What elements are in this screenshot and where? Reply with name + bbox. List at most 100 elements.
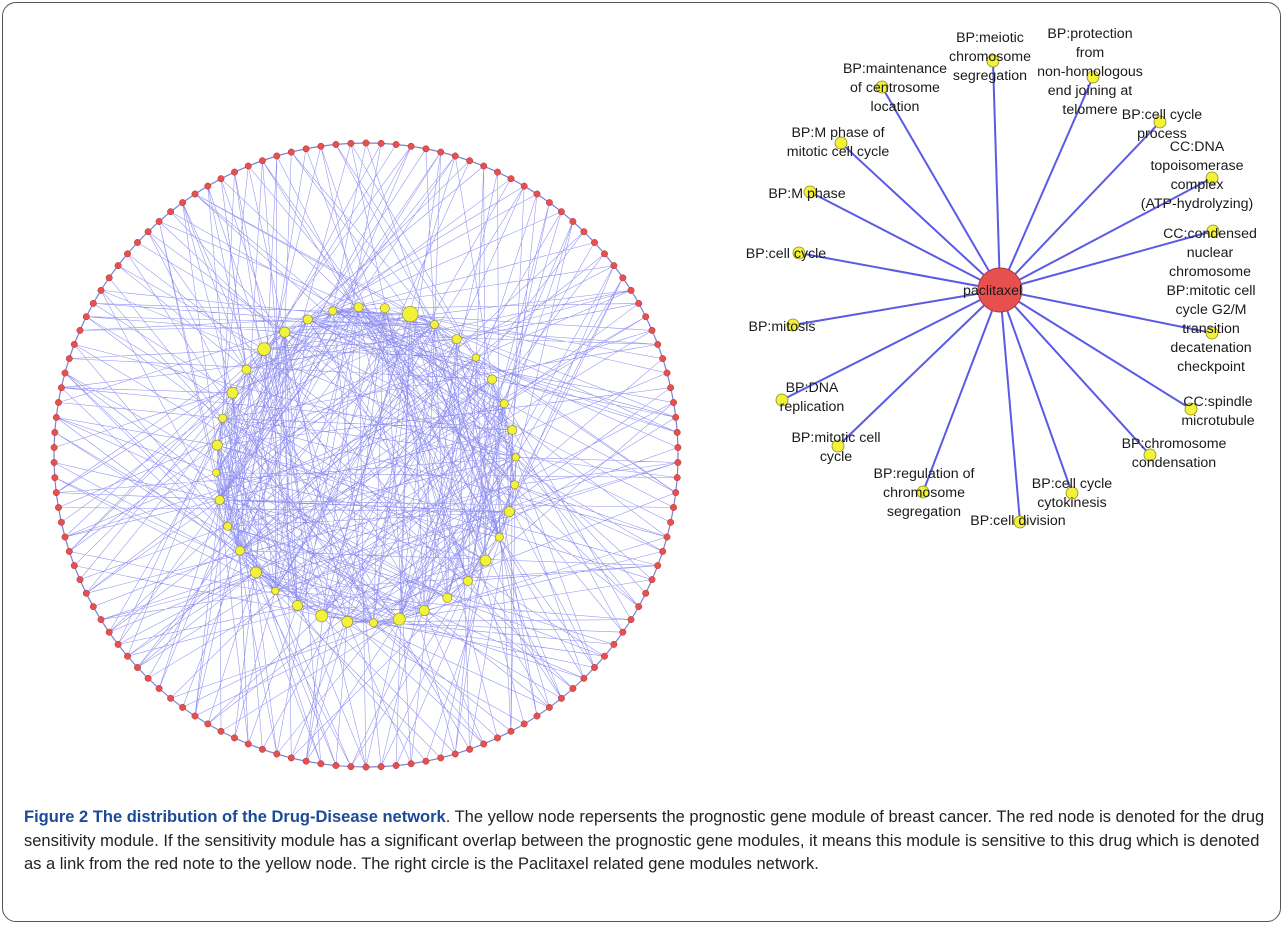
paclitaxel-module-node — [834, 136, 848, 150]
drug-node — [51, 474, 59, 482]
paclitaxel-module-node — [1153, 115, 1167, 129]
drug-node — [70, 340, 78, 348]
module-node — [328, 306, 338, 316]
drug-node — [287, 148, 295, 156]
module-node — [507, 425, 518, 435]
drug-node — [57, 384, 65, 392]
paclitaxel-module-node — [986, 54, 1000, 68]
paclitaxel-module-label-line: checkpoint — [1177, 359, 1245, 375]
drug-node — [557, 694, 565, 702]
paclitaxel-module-label-line: segregation — [887, 504, 961, 520]
paclitaxel-edge — [999, 289, 1213, 334]
drug-node — [494, 168, 501, 176]
drug-node — [51, 428, 59, 436]
drug-node — [332, 762, 340, 769]
paclitaxel-module-label-line: segregation — [953, 68, 1027, 84]
drug-node — [451, 750, 459, 758]
module-node — [471, 353, 480, 362]
module-node — [379, 303, 390, 314]
paclitaxel-edge — [999, 289, 1073, 494]
drug-node — [674, 459, 682, 466]
drug-node — [507, 175, 515, 183]
drug-node — [663, 369, 671, 377]
drug-node — [124, 250, 131, 258]
drug-node — [179, 199, 187, 207]
drug-node — [144, 674, 152, 682]
paclitaxel-module-node — [1065, 486, 1079, 500]
paclitaxel-edge — [999, 289, 1192, 410]
module-node — [510, 480, 520, 490]
paclitaxel-edge — [881, 86, 1001, 291]
module-node — [234, 545, 245, 556]
paclitaxel-module-label: BP:cell division — [970, 513, 1065, 529]
paclitaxel-module-node — [803, 185, 817, 199]
paclitaxel-module-node — [1205, 171, 1219, 185]
drug-node — [627, 616, 635, 624]
drug-node — [55, 504, 62, 511]
paclitaxel-module-label-line: BP:chromosome — [1122, 436, 1227, 452]
drug-node — [591, 239, 598, 246]
drug-node — [231, 168, 238, 176]
paclitaxel-edge — [809, 191, 1001, 291]
paclitaxel-module-label-line: BP:meiotic — [956, 30, 1024, 46]
drug-node — [155, 218, 163, 225]
drug-node — [231, 734, 238, 742]
paclitaxel-module-label-line: replication — [780, 399, 845, 415]
paclitaxel-module-label-line: transition — [1182, 321, 1240, 337]
paclitaxel-module-label-line: CC:condensed — [1163, 226, 1257, 242]
drug-node — [50, 444, 58, 451]
paclitaxel-module-label-line: chromosome — [883, 485, 965, 501]
paclitaxel-module-label-line: BP:mitotic cell — [1166, 283, 1255, 299]
module-node — [241, 364, 252, 375]
drug-node — [134, 664, 141, 671]
module-node — [218, 413, 228, 423]
paclitaxel-network-edges — [781, 60, 1214, 523]
module-node — [250, 566, 262, 579]
paclitaxel-module-label-line: complex — [1171, 177, 1224, 193]
drug-node — [144, 228, 152, 236]
paclitaxel-edge — [837, 289, 1001, 447]
drug-node — [76, 326, 84, 334]
paclitaxel-edge — [999, 230, 1214, 291]
paclitaxel-module-label-line: BP:cell cycle — [1032, 476, 1113, 492]
drug-node — [377, 139, 385, 147]
paclitaxel-module-label-line: BP:protection — [1047, 26, 1132, 42]
drug-node — [670, 399, 677, 406]
module-node — [212, 468, 221, 477]
drug-node — [114, 640, 122, 648]
paclitaxel-module-label-line: cycle — [820, 449, 852, 465]
drug-node — [466, 745, 474, 753]
module-node — [503, 506, 515, 518]
paclitaxel-edge — [999, 177, 1213, 291]
drug-node — [317, 760, 325, 768]
paclitaxel-module-label-line: location — [871, 99, 920, 115]
paclitaxel-module-label-line: non-homologous — [1037, 64, 1143, 80]
paclitaxel-module-label: BP:cell cycle — [746, 246, 827, 262]
drug-node — [89, 299, 97, 307]
drug-node — [635, 603, 643, 611]
drug-node — [670, 504, 677, 511]
left-network-module-nodes — [211, 302, 520, 628]
drug-node — [557, 208, 565, 216]
paclitaxel-module-label-line: BP:M phase — [768, 186, 845, 202]
drug-node — [642, 313, 650, 321]
drug-node — [407, 760, 415, 768]
drug-node — [57, 518, 65, 526]
drug-node — [258, 157, 266, 165]
module-node — [211, 439, 223, 451]
drug-node — [52, 413, 60, 421]
module-node — [353, 302, 364, 313]
paclitaxel-module-label-line: nuclear — [1187, 245, 1234, 261]
drug-node — [273, 750, 281, 758]
paclitaxel-module-label-line: process — [1137, 126, 1187, 142]
paclitaxel-module-label-line: chromosome — [949, 49, 1031, 65]
paclitaxel-edge — [999, 289, 1151, 456]
paclitaxel-module-node — [916, 485, 930, 499]
paclitaxel-module-label-line: (ATP-hydrolyzing) — [1141, 196, 1253, 212]
drug-node — [105, 274, 113, 282]
